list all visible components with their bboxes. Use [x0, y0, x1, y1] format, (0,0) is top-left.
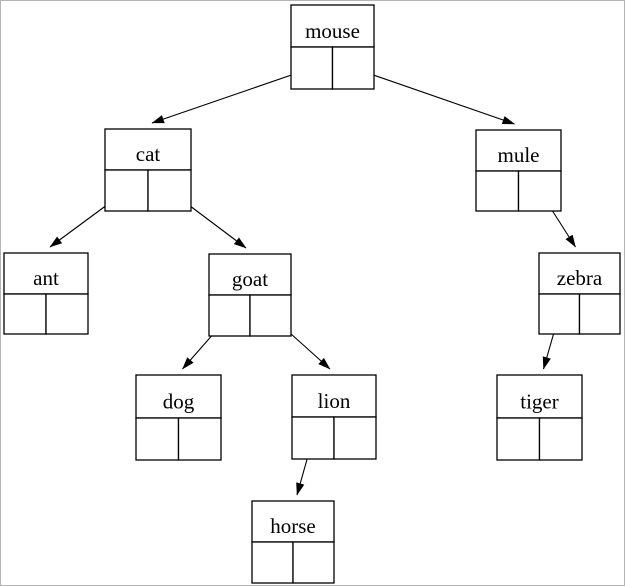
pointer-cell-right: [147, 169, 192, 212]
pointer-cell-left: [251, 541, 294, 584]
node-label: mule: [498, 143, 540, 167]
pointer-cell-right: [578, 293, 621, 335]
pointer-cell-right: [45, 293, 89, 335]
node-label: cat: [136, 142, 161, 166]
node-label: ant: [33, 266, 59, 290]
pointer-cell-left: [475, 170, 520, 212]
node-label-box: [496, 374, 583, 419]
pointer-cell-left: [208, 294, 251, 337]
pointer-cell-right: [333, 416, 377, 460]
edge-arrow-mouse-right-to-mule: [353, 67, 515, 125]
pointer-cell-left: [135, 417, 180, 461]
pointer-cell-right: [538, 417, 583, 461]
pointer-cell-left: [538, 293, 581, 335]
tree-node-cat: cat: [104, 128, 192, 212]
pointer-cell-left: [3, 293, 47, 335]
tree-node-mouse: mouse: [290, 4, 375, 90]
node-label: mouse: [305, 19, 360, 43]
tree-node-ant: ant: [3, 252, 89, 335]
tree-node-lion: lion: [291, 374, 377, 460]
pointer-cell-left: [290, 46, 334, 90]
tree-node-dog: dog: [135, 374, 222, 461]
node-label: goat: [232, 267, 268, 291]
node-label: horse: [270, 514, 316, 538]
pointer-cell-right: [249, 294, 292, 337]
pointer-cell-right: [177, 417, 222, 461]
pointer-cell-left: [104, 169, 149, 212]
pointer-cell-right: [292, 541, 335, 584]
node-label: zebra: [557, 266, 603, 290]
pointer-cell-right: [331, 46, 375, 90]
nodes-layer: mouse cat mule ant goat zebra dog lion tiger hors…: [3, 4, 621, 584]
tree-node-zebra: zebra: [538, 252, 621, 335]
node-label: lion: [318, 389, 351, 413]
tree-node-mule: mule: [475, 129, 562, 212]
tree-node-tiger: tiger: [496, 374, 583, 461]
pointer-cell-right: [517, 170, 562, 212]
node-label-box: [135, 374, 222, 419]
node-label: dog: [163, 390, 195, 414]
node-label-box: [290, 4, 375, 48]
node-label-box: [291, 374, 377, 418]
node-label: tiger: [520, 390, 558, 414]
tree-node-horse: horse: [251, 500, 335, 584]
pointer-cell-left: [291, 416, 335, 460]
pointer-cell-left: [496, 417, 541, 461]
edge-arrow-mouse-left-to-cat: [151, 67, 312, 124]
tree-node-goat: goat: [208, 253, 292, 337]
